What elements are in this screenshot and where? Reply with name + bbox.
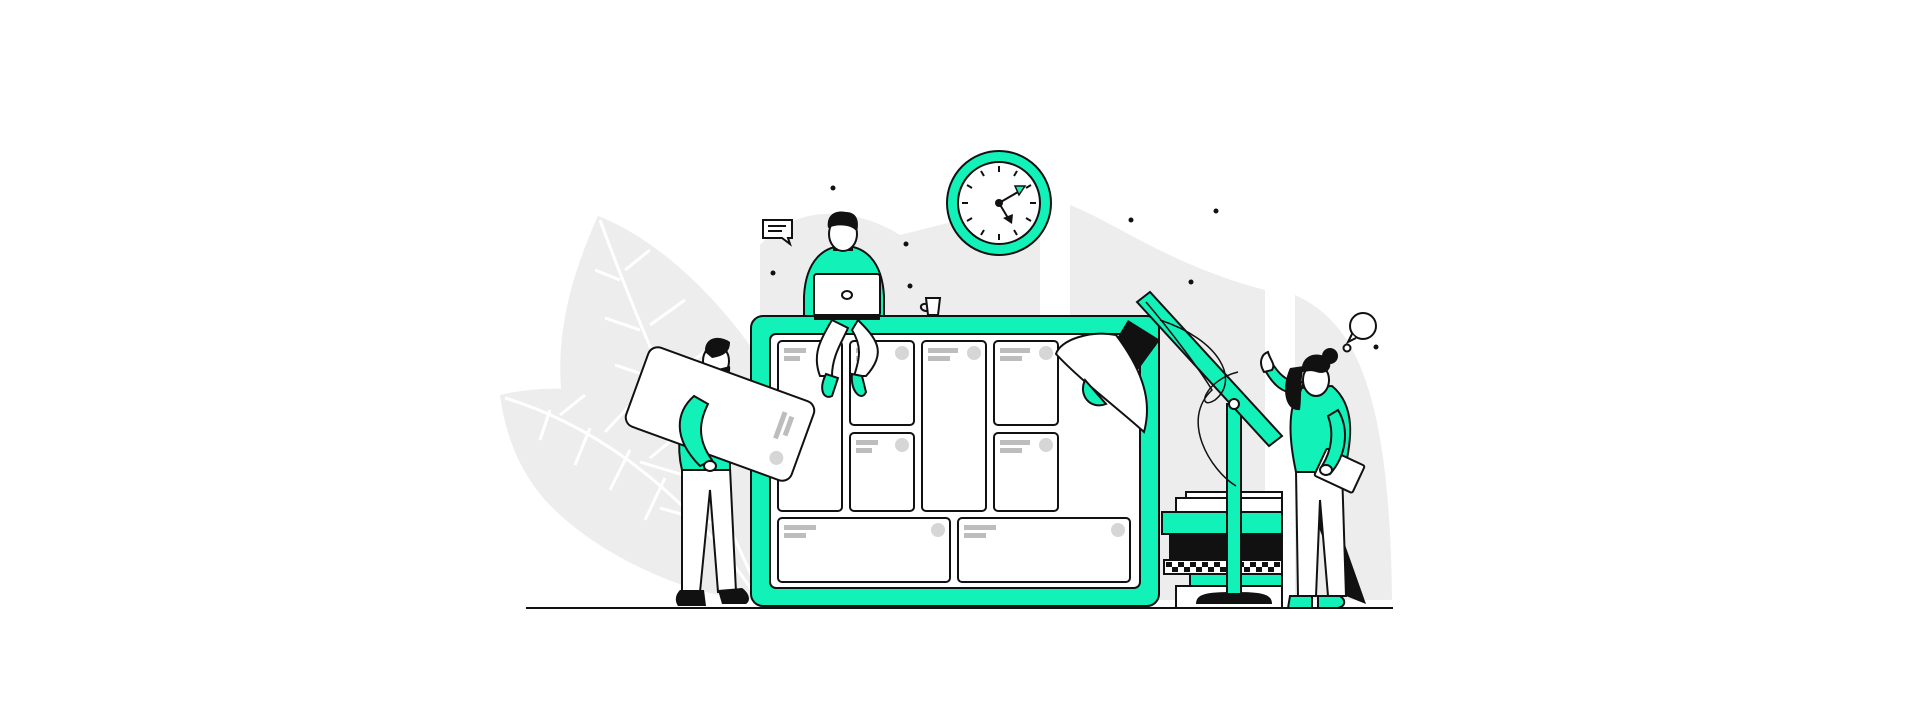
laptop-icon [813, 273, 881, 320]
desk-lamp-icon [1054, 290, 1284, 604]
book-stack [1161, 491, 1283, 609]
person-with-laptop [803, 211, 885, 398]
board-card [777, 517, 951, 583]
clock-icon [946, 150, 1052, 256]
coffee-cup-icon [919, 297, 942, 316]
board-card [957, 517, 1131, 583]
board-card [849, 432, 915, 512]
board-card [921, 340, 987, 512]
chat-bubble-icon [762, 219, 793, 247]
person-presenting [1260, 348, 1366, 609]
thought-bubble-icon [1342, 312, 1377, 353]
person-carrying-card [624, 337, 816, 606]
board-card [993, 432, 1059, 512]
checkered-book [1163, 559, 1283, 575]
board-card [993, 340, 1059, 426]
